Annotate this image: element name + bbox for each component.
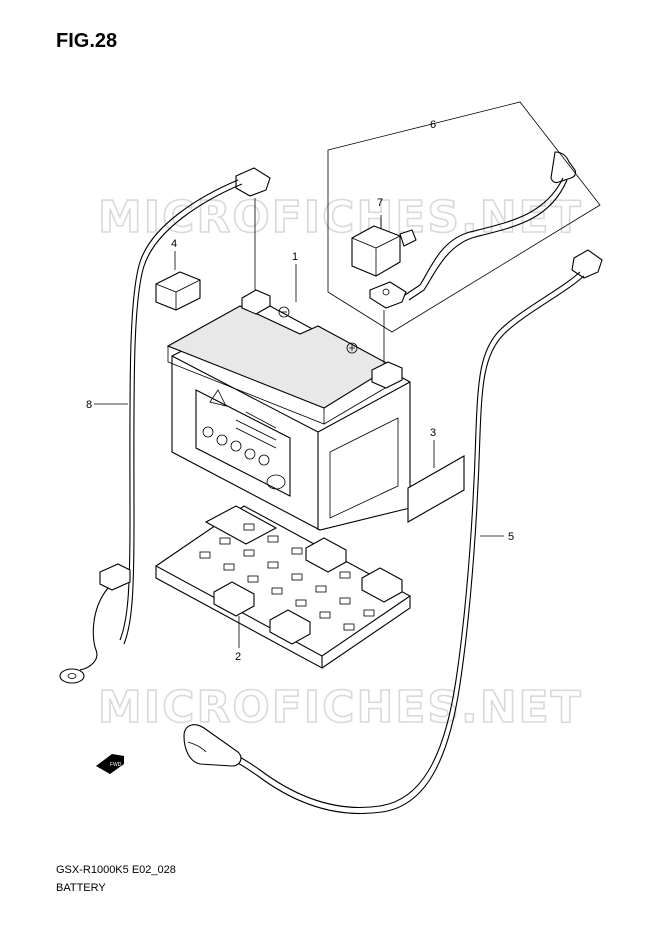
- part-3-label: [407, 440, 465, 523]
- callout-part-3: 3: [430, 427, 436, 439]
- part-1-battery: [166, 198, 411, 531]
- callout-part-4: 4: [171, 238, 177, 250]
- callout-part-6: 6: [430, 119, 436, 131]
- callout-part-7: 7: [377, 197, 383, 209]
- part-6-cable-kit: [327, 101, 601, 333]
- part-2-battery-tray: [154, 505, 412, 669]
- part-5-starter-cable: [183, 249, 603, 815]
- part-8-lead-wire: [59, 167, 271, 684]
- fwd-label: FWD: [110, 762, 122, 768]
- callout-part-1: 1: [292, 251, 298, 263]
- watermark-bottom: MICROFICHES.NET: [98, 682, 583, 733]
- part-7-terminal-cap: [351, 215, 417, 277]
- part-4-pad: [155, 251, 201, 311]
- watermark-top: MICROFICHES.NET: [98, 192, 583, 243]
- callout-part-5: 5: [508, 531, 514, 543]
- callout-part-8: 8: [86, 399, 92, 411]
- model-code: GSX-R1000K5 E02_028: [56, 864, 176, 876]
- callout-part-2: 2: [235, 651, 241, 663]
- fwd-direction-marker: FWD: [96, 754, 124, 774]
- figure-title: FIG.28: [56, 30, 118, 52]
- section-name: BATTERY: [56, 882, 106, 894]
